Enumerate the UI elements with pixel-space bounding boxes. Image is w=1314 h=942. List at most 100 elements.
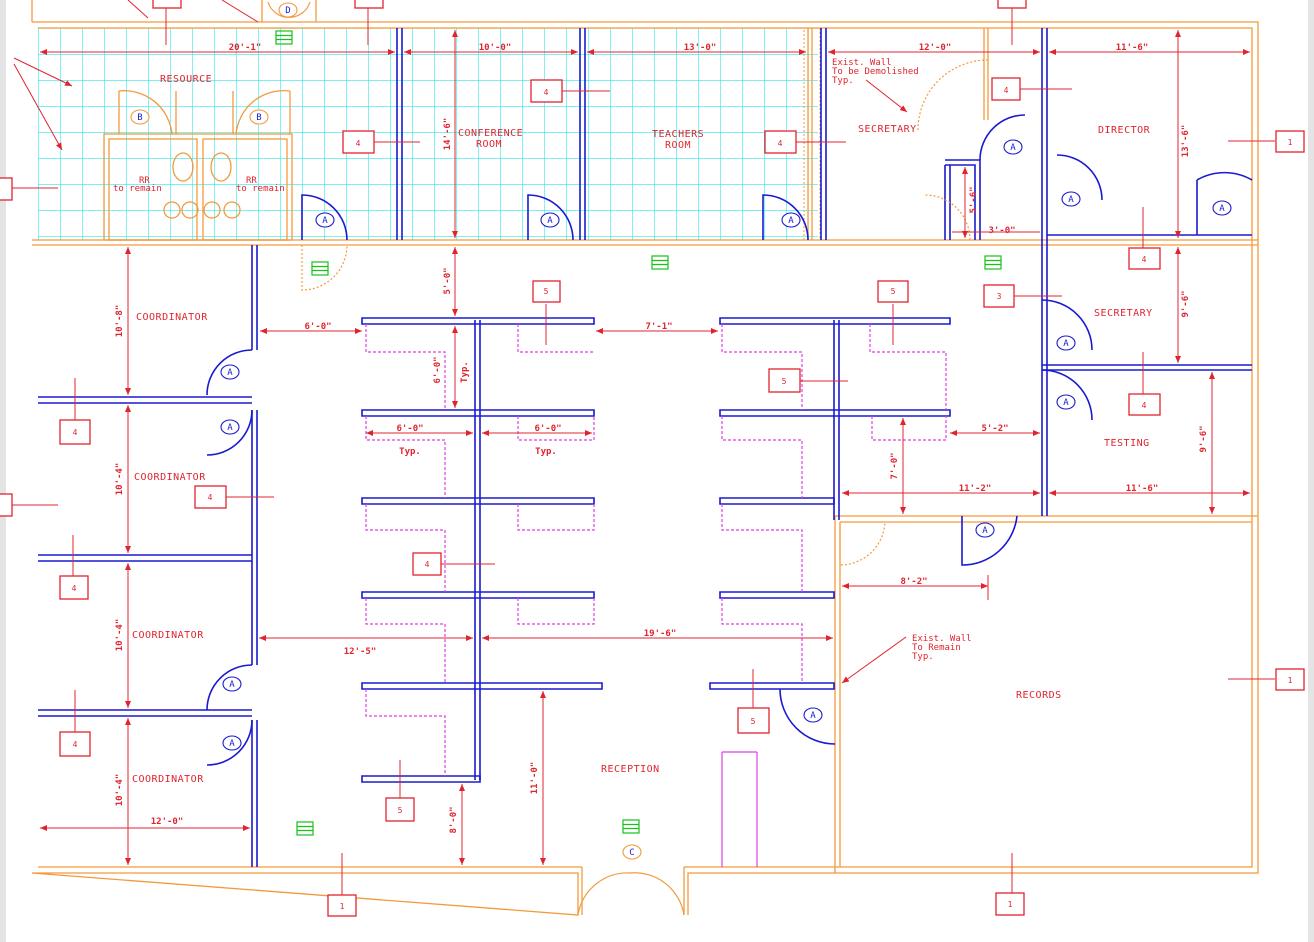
door-tag-a-12: A bbox=[229, 739, 235, 749]
callout-4-h: 4 bbox=[208, 493, 213, 502]
dim-11-0: 11'-0" bbox=[530, 762, 540, 795]
callout-4-b: 4 bbox=[356, 139, 361, 148]
rr-left-note: to remain bbox=[113, 184, 162, 194]
dim-12-0-top: 12'-0" bbox=[919, 43, 952, 53]
note-remain-2: To Remain bbox=[912, 643, 961, 653]
dim-7-0: 7'-0" bbox=[890, 452, 900, 479]
door-tag-a-9: A bbox=[227, 368, 233, 378]
dim-10-4-a: 10'-4" bbox=[115, 463, 125, 496]
door-tag-c: C bbox=[629, 848, 634, 858]
callout-5-e: 5 bbox=[398, 806, 403, 815]
dim-5-2: 5'-2" bbox=[981, 424, 1008, 434]
room-resource: RESOURCE bbox=[160, 74, 212, 85]
dim-10-4-c: 10'-4" bbox=[115, 774, 125, 807]
room-conference-line1: CONFERENCE bbox=[458, 128, 523, 139]
callout-4-a: 4 bbox=[544, 88, 549, 97]
door-tag-a-1: A bbox=[322, 216, 328, 226]
callout-5-d: 5 bbox=[751, 717, 756, 726]
note-demolish-3: Typ. bbox=[832, 76, 854, 86]
dim-12-5: 12'-5" bbox=[344, 647, 377, 657]
room-coordinator-4: COORDINATOR bbox=[132, 774, 204, 785]
rr-right-note: to remain bbox=[236, 184, 285, 194]
dim-11-6-top: 11'-6" bbox=[1116, 43, 1149, 53]
room-director: DIRECTOR bbox=[1098, 125, 1151, 136]
room-coordinator-1: COORDINATOR bbox=[136, 312, 208, 323]
dim-13-0: 13'-0" bbox=[684, 43, 717, 53]
dim-typ-b: Typ. bbox=[535, 447, 557, 457]
callout-1-d: 1 bbox=[1288, 676, 1293, 685]
dim-6-0-v: 6'-0" bbox=[433, 356, 443, 383]
callout-1-a: 1 bbox=[1288, 138, 1293, 147]
room-coordinator-3: COORDINATOR bbox=[132, 630, 204, 641]
door-tag-a-7: A bbox=[1063, 339, 1069, 349]
callout-boxes bbox=[0, 0, 1305, 917]
room-teachers-line1: TEACHERS bbox=[652, 129, 704, 140]
door-tag-a-3: A bbox=[788, 216, 794, 226]
right-edge bbox=[1308, 0, 1314, 942]
door-tag-a-11: A bbox=[229, 680, 235, 690]
callout-4-f: 4 bbox=[1142, 401, 1147, 410]
dim-12-0-bot: 12'-0" bbox=[151, 817, 184, 827]
dim-10-8: 10'-8" bbox=[115, 305, 125, 338]
door-tag-b-2: B bbox=[256, 113, 261, 123]
callout-numbers: 4 4 4 4 1 4 3 4 5 5 5 4 4 4 4 4 5 5 1 1 … bbox=[72, 86, 1293, 911]
door-tag-a-2: A bbox=[547, 216, 553, 226]
callout-1-c: 1 bbox=[1008, 900, 1013, 909]
room-conference-line2: ROOM bbox=[476, 139, 502, 150]
callout-4-j: 4 bbox=[425, 560, 430, 569]
room-records: RECORDS bbox=[1016, 690, 1062, 701]
door-tag-circles bbox=[130, 2, 1232, 860]
dim-10-4-b: 10'-4" bbox=[115, 619, 125, 652]
dim-20-1: 20'-1" bbox=[229, 43, 262, 53]
door-tag-a-13: A bbox=[982, 526, 988, 536]
callout-1-b: 1 bbox=[340, 902, 345, 911]
note-remain-1: Exist. Wall bbox=[912, 634, 972, 644]
callout-3: 3 bbox=[997, 292, 1002, 301]
restrooms bbox=[103, 89, 293, 241]
dim-8-0: 8'-0" bbox=[449, 806, 459, 833]
wall-notes: Exist. Wall To be Demolished Typ. Exist.… bbox=[832, 58, 972, 662]
diffusers bbox=[275, 30, 1002, 836]
dim-7-1: 7'-1" bbox=[645, 322, 672, 332]
callout-4-k: 4 bbox=[73, 740, 78, 749]
dim-9-6: 9'-6" bbox=[1181, 290, 1191, 317]
rr-right-label: RR bbox=[246, 176, 257, 186]
door-tag-a-5: A bbox=[1068, 195, 1074, 205]
callout-4-g: 4 bbox=[73, 428, 78, 437]
note-demolish-2: To be Demolished bbox=[832, 67, 919, 77]
dimension-labels: 20'-1" 10'-0" 13'-0" 12'-0" 11'-6" 6'-0"… bbox=[151, 43, 1159, 827]
exterior-walls bbox=[31, 0, 1259, 916]
dim-14-6: 14'-6" bbox=[443, 118, 453, 151]
callout-4-d: 4 bbox=[1004, 86, 1009, 95]
door-tag-a-10: A bbox=[227, 423, 233, 433]
dimension-lines bbox=[13, 0, 1250, 865]
vertical-dimension-labels: 10'-8" 10'-4" 10'-4" 10'-4" 14'-6" 5'-0"… bbox=[115, 118, 1209, 834]
room-coordinator-2: COORDINATOR bbox=[134, 472, 206, 483]
door-tag-a-6: A bbox=[1219, 204, 1225, 214]
dim-typ-a: Typ. bbox=[399, 447, 421, 457]
dim-3-0: 3'-0" bbox=[988, 226, 1015, 236]
dim-6-0-c: 6'-0" bbox=[534, 424, 561, 434]
dim-6-0-b: 6'-0" bbox=[396, 424, 423, 434]
dim-typ-c: Typ. bbox=[460, 361, 470, 383]
note-remain-3: Typ. bbox=[912, 652, 934, 662]
workstations bbox=[365, 324, 947, 867]
room-secretary-right: SECRETARY bbox=[1094, 308, 1153, 319]
note-demolish-1: Exist. Wall bbox=[832, 58, 892, 68]
room-testing: TESTING bbox=[1104, 438, 1150, 449]
door-tag-b-1: B bbox=[137, 113, 142, 123]
door-tag-a-8: A bbox=[1063, 398, 1069, 408]
door-tag-d: D bbox=[285, 6, 290, 16]
left-edge bbox=[0, 0, 6, 942]
dim-5-6: 5'-6" bbox=[969, 186, 979, 213]
room-teachers-line2: ROOM bbox=[665, 140, 691, 151]
dim-6-0-a: 6'-0" bbox=[304, 322, 331, 332]
room-secretary-top: SECRETARY bbox=[858, 124, 917, 135]
door-tag-a-14: A bbox=[810, 711, 816, 721]
dim-11-2: 11'-2" bbox=[959, 484, 992, 494]
room-reception: RECEPTION bbox=[601, 764, 660, 775]
room-labels: RESOURCE CONFERENCE ROOM TEACHERS ROOM S… bbox=[113, 74, 1153, 785]
callout-4-i: 4 bbox=[72, 584, 77, 593]
rr-left-label: RR bbox=[139, 176, 150, 186]
callout-4-c: 4 bbox=[778, 139, 783, 148]
